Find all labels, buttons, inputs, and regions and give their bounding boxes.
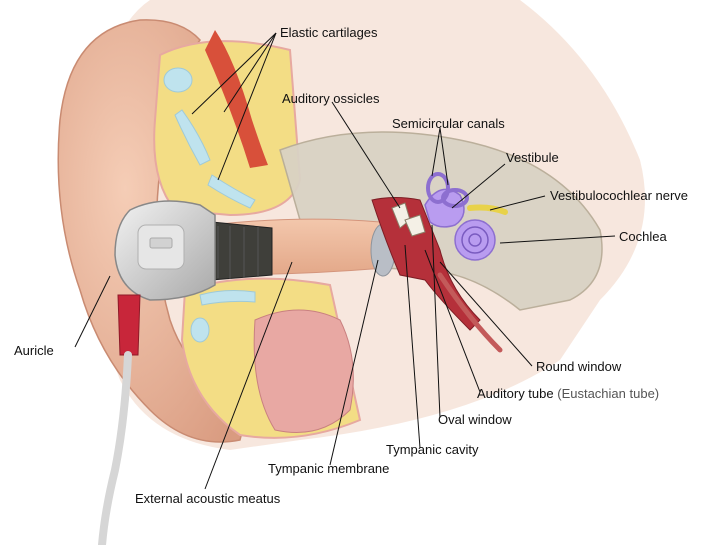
label-semicircular-canals: Semicircular canals [392,116,505,131]
label-auditory-tube-main: Auditory tube [477,386,554,401]
earpiece-sleeve [211,221,273,281]
label-oval-window: Oval window [438,412,512,427]
earpiece-cable [98,351,132,549]
gland-tissue [253,309,354,433]
cable-connector [117,294,141,356]
label-elastic-cartilages: Elastic cartilages [280,25,378,40]
label-vestibulocochlear-nerve: Vestibulocochlear nerve [550,188,689,203]
label-tympanic-membrane: Tympanic membrane [268,461,390,476]
leader-lines [74,32,616,490]
ossicles-shape [391,202,426,237]
label-tympanic-cavity: Tympanic cavity [386,442,479,457]
inner-ear-shape [424,172,496,261]
label-cochlea: Cochlea [619,229,667,244]
earpiece-button [149,237,173,249]
label-auditory-ossicles: Auditory ossicles [282,91,380,106]
label-external-acoustic-meatus: External acoustic meatus [135,491,281,506]
nerve-shape [467,204,508,215]
label-auricle: Auricle [14,343,54,358]
auditory-tube-shape [437,272,503,353]
cartilage-shapes [163,67,256,343]
label-auditory-tube-alt: (Eustachian tube) [557,386,660,401]
sleeve-ridges [217,226,259,279]
label-auditory-tube: Auditory tube (Eustachian tube) [477,386,659,401]
label-vestibule: Vestibule [506,150,559,165]
label-round-window: Round window [536,359,622,374]
spotted-tissue [205,30,268,168]
